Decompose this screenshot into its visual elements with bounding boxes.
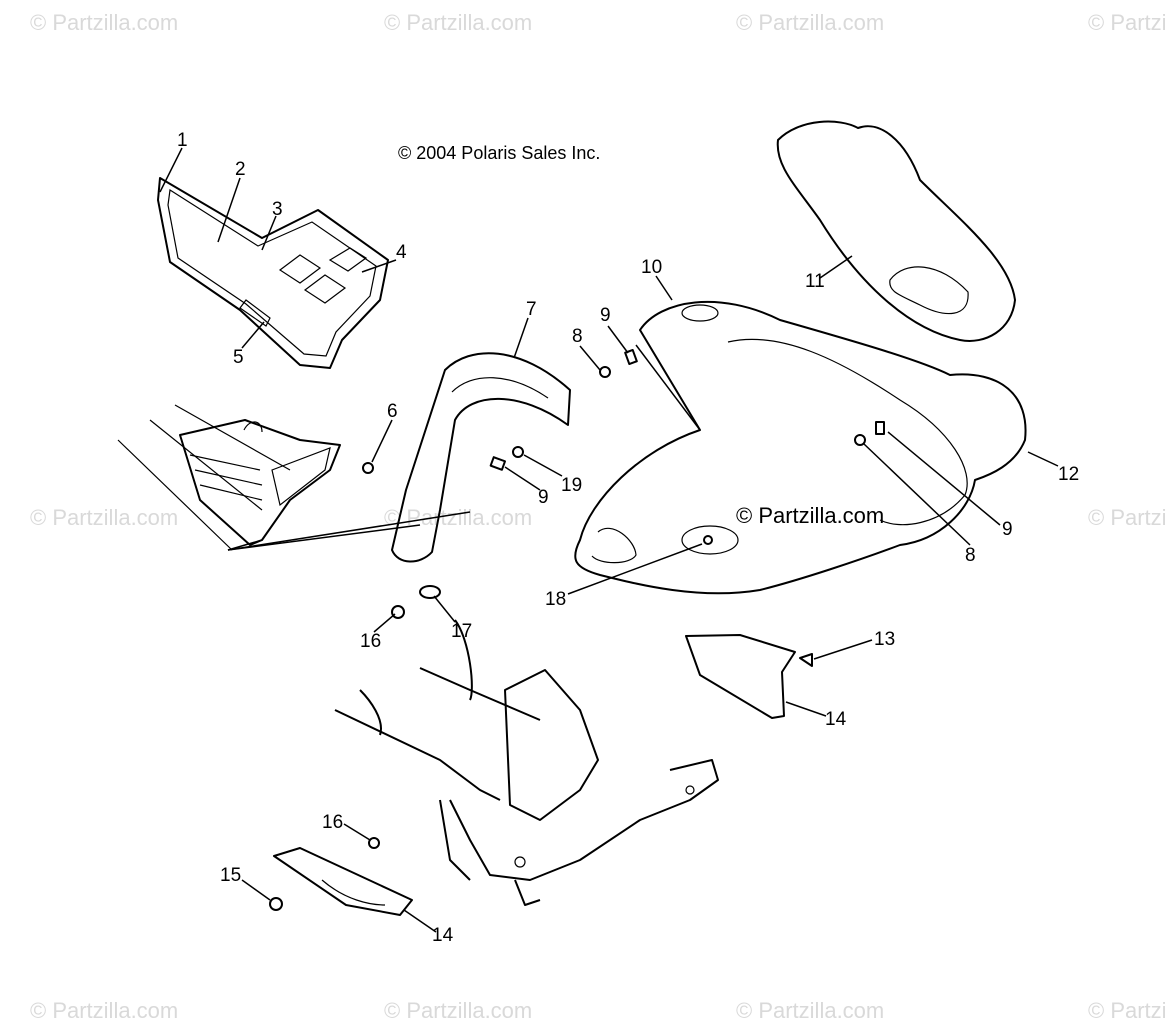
callout-16-lower: 16 <box>322 812 344 833</box>
callout-9: 9 <box>600 305 611 326</box>
fender-strip <box>391 352 571 563</box>
center-watermark: © Partzilla.com <box>736 503 885 528</box>
callout-9-center: 9 <box>538 487 549 508</box>
callout-18: 18 <box>545 589 567 610</box>
frame <box>334 619 719 906</box>
callout-13: 13 <box>874 629 896 650</box>
watermark: © Partzilla.com <box>736 998 885 1023</box>
watermark: © Partzilla.com <box>384 10 533 35</box>
callout-17: 17 <box>451 621 473 642</box>
leader-lines <box>159 147 1059 933</box>
callout-7: 7 <box>526 299 537 320</box>
fasteners <box>269 348 885 911</box>
skid-plate <box>273 847 413 916</box>
callout-14-lower: 14 <box>432 925 454 946</box>
callout-8-right: 8 <box>965 545 976 566</box>
callout-15: 15 <box>220 865 242 886</box>
callout-14-upper: 14 <box>825 709 847 730</box>
callout-16-upper: 16 <box>360 631 382 652</box>
watermark: © Partzilla.com <box>30 10 179 35</box>
watermark: © Partzilla.com <box>1088 10 1165 35</box>
callout-11: 11 <box>805 271 825 292</box>
callout-1: 1 <box>177 130 188 151</box>
watermark: © Partzilla.com <box>30 505 179 530</box>
rear-fender <box>574 300 1027 595</box>
seat <box>776 120 1016 342</box>
copyright-notice: © 2004 Polaris Sales Inc. <box>398 143 601 163</box>
callout-12: 12 <box>1058 464 1080 485</box>
callout-19: 19 <box>561 475 583 496</box>
callout-2: 2 <box>235 159 246 180</box>
callout-4: 4 <box>396 242 407 263</box>
watermark: © Partzilla.com <box>384 998 533 1023</box>
callout-3: 3 <box>272 199 283 220</box>
callout-6: 6 <box>387 401 398 422</box>
watermark: © Partzilla.com <box>736 10 885 35</box>
watermark: © Partzilla.com <box>1088 998 1165 1023</box>
watermark: © Partzilla.com <box>30 998 179 1023</box>
footwell-panel <box>157 177 389 369</box>
callout-8: 8 <box>572 326 583 347</box>
callout-5: 5 <box>233 347 244 368</box>
footrest <box>117 404 341 551</box>
callout-10: 10 <box>641 257 663 278</box>
bracket-upper <box>685 634 796 719</box>
callout-9-right: 9 <box>1002 519 1013 540</box>
watermark: © Partzilla.com <box>1088 505 1165 530</box>
